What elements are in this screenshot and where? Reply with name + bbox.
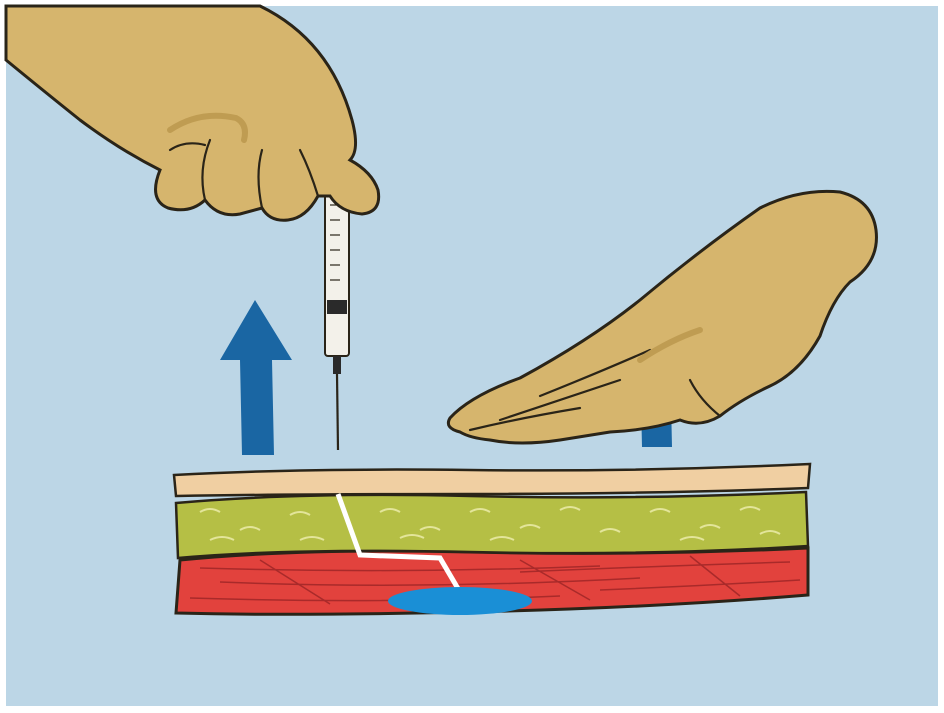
- skin-layers-icon: [174, 464, 810, 615]
- medication-pool-icon: [388, 587, 532, 615]
